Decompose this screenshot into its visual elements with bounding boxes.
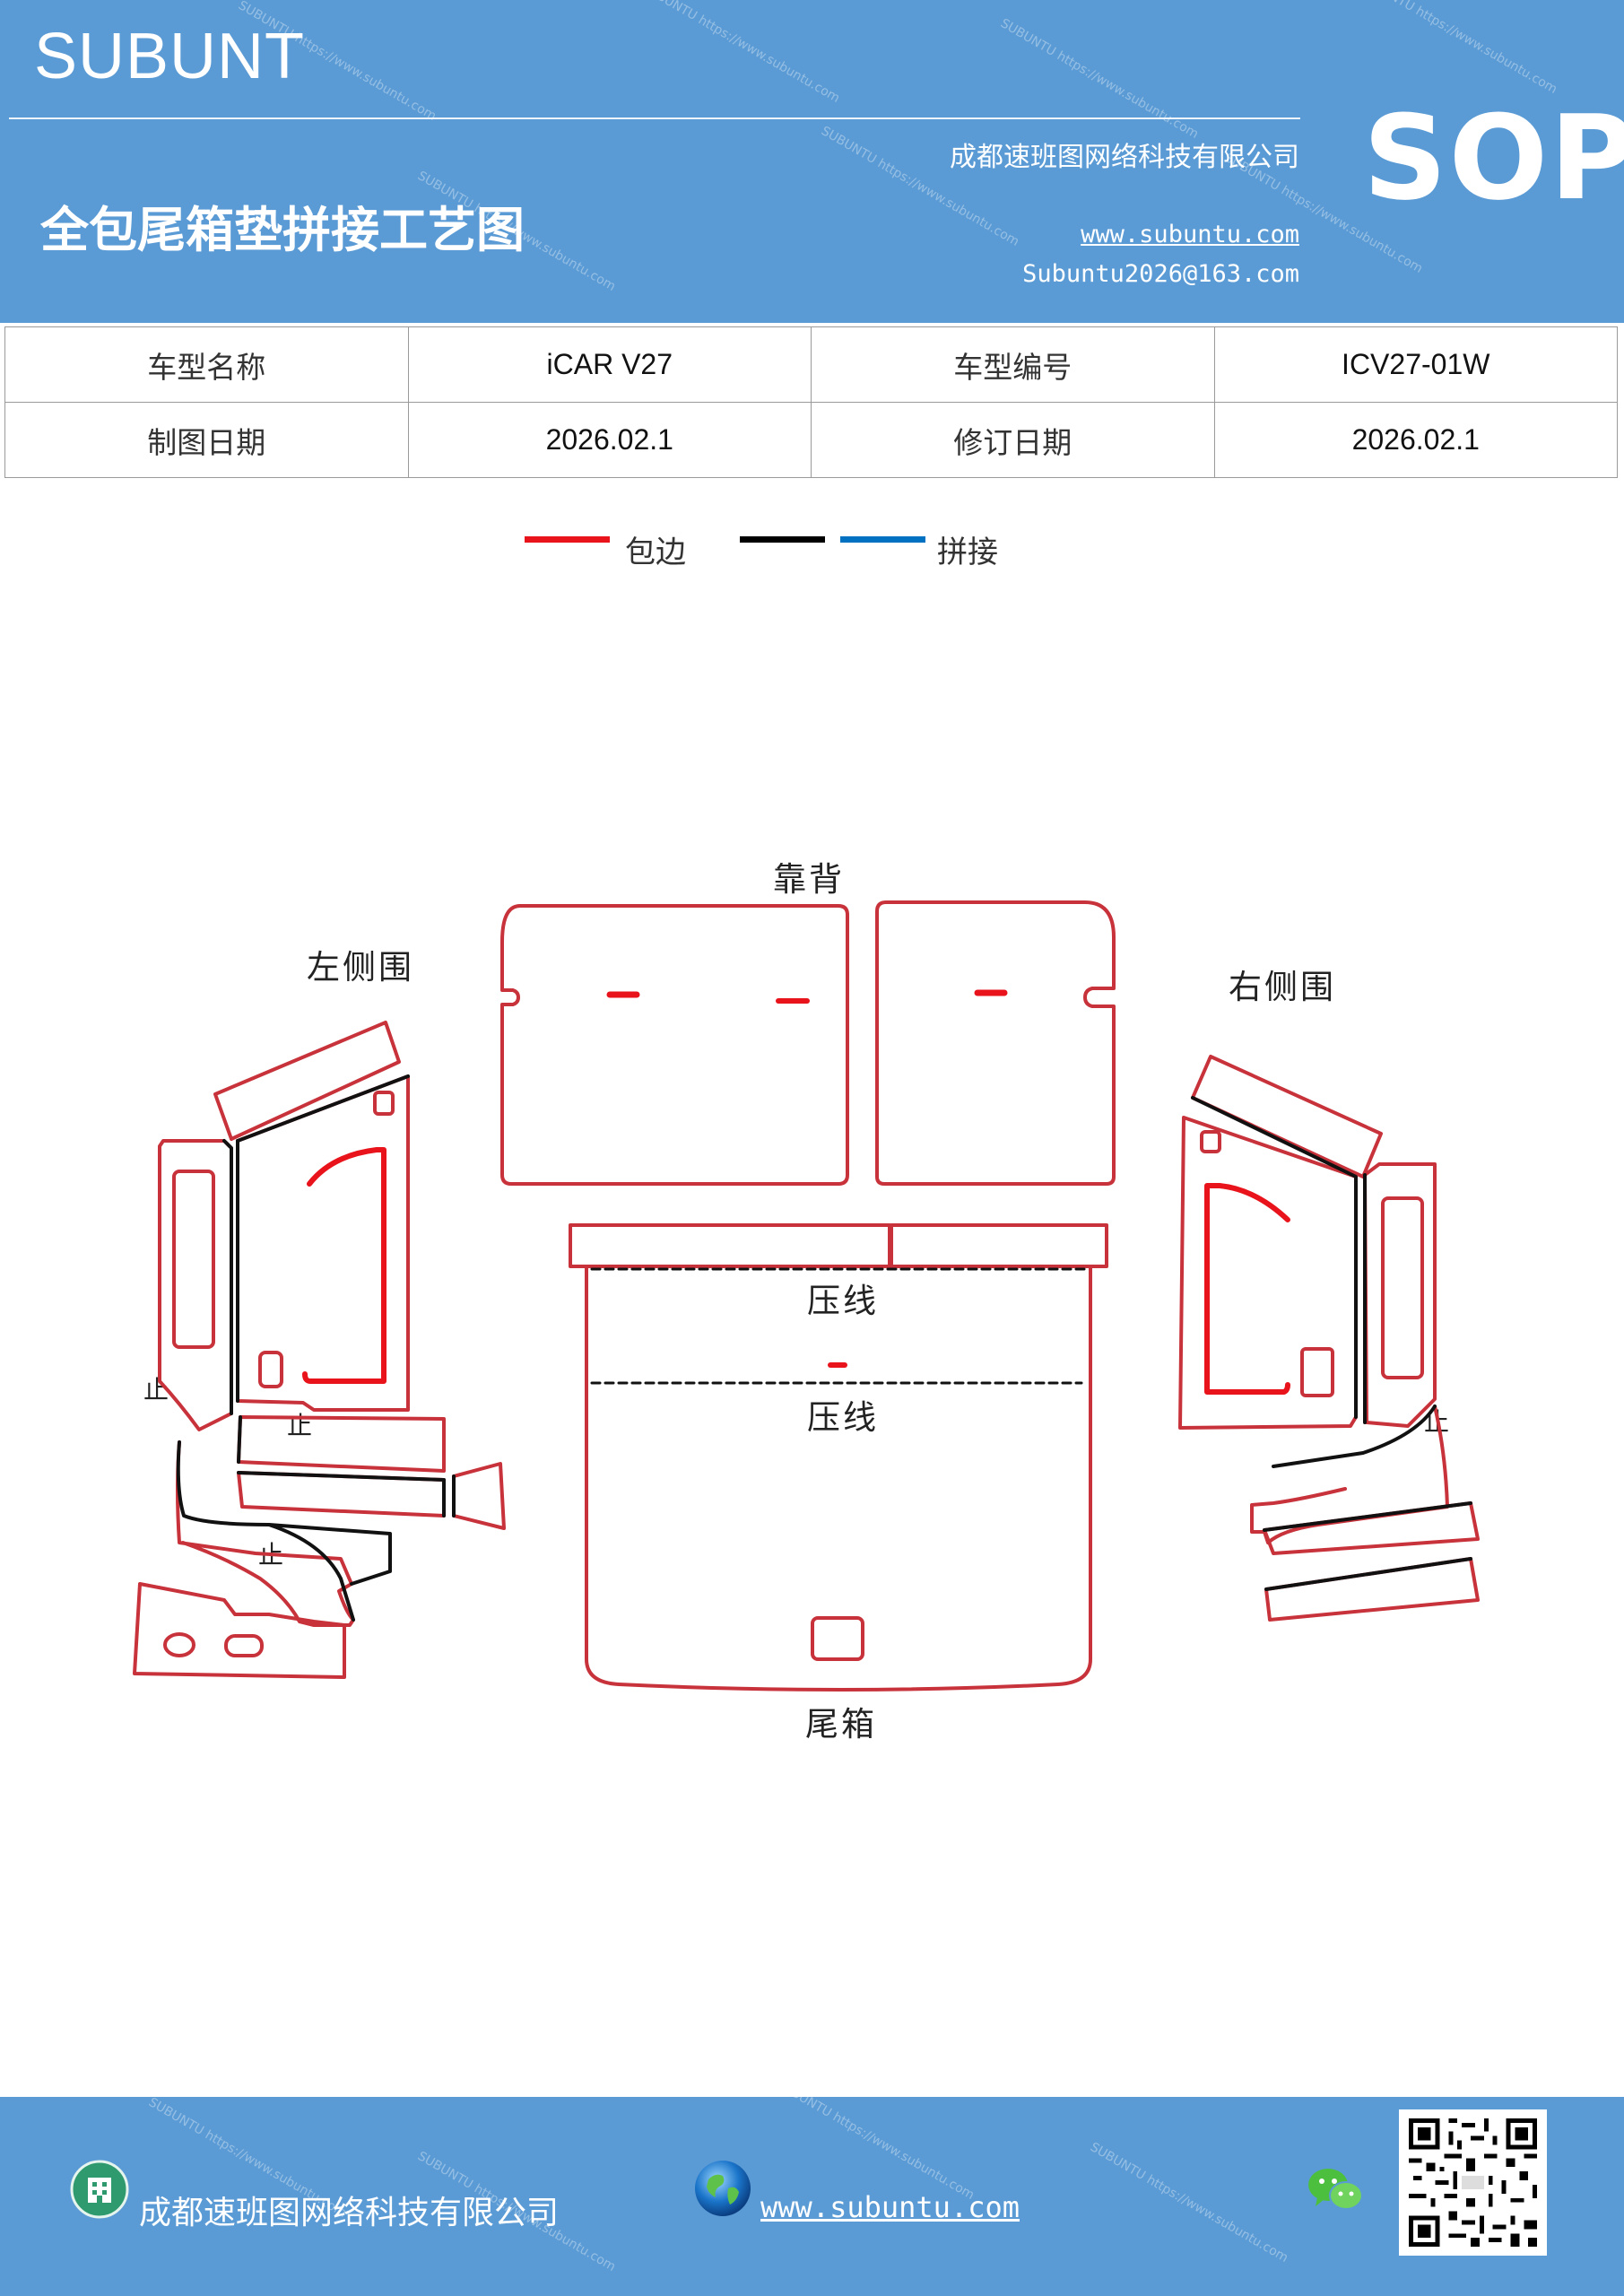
- right-side-pillar: [1363, 1162, 1437, 1428]
- trunk-top-strip-right: [890, 1223, 1108, 1268]
- header-banner: SUBUNTU https://www.subuntu.com SUBUNTU …: [0, 0, 1624, 323]
- building-icon: [70, 2160, 129, 2219]
- right-wheel-arch-seam: [1272, 1405, 1437, 1468]
- label-cell: 制图日期: [4, 402, 409, 478]
- watermark: SUBUNTU https://www.subuntu.com: [773, 2097, 977, 2203]
- header-divider: [9, 117, 1300, 119]
- qr-code-image: [1400, 2109, 1546, 2256]
- right-lower-strip-seam: [1263, 1501, 1472, 1532]
- sop-badge: SOP: [1363, 90, 1624, 226]
- left-side-pillar-seam: [222, 1139, 233, 1415]
- left-side-main-seam: [236, 1074, 410, 1143]
- left-side-window: [302, 1147, 386, 1384]
- right-side-window: [1204, 1183, 1290, 1395]
- left-corner-piece: [452, 1462, 506, 1530]
- value-cell: 2026.02.1: [1213, 402, 1618, 478]
- label-cell: 修订日期: [811, 402, 1215, 478]
- label-backrest: 靠背: [773, 860, 845, 899]
- label-left-side: 左侧围: [307, 948, 414, 987]
- label-trunk: 尾箱: [805, 1705, 877, 1744]
- backrest-left-panel: [500, 904, 849, 1186]
- splice-diagram: 靠背 左侧围 右侧围 压线 压线 尾箱 止 止 止 止: [0, 807, 1624, 1776]
- left-lower-strip: [237, 1415, 446, 1473]
- right-wheel-arch: [1250, 1405, 1449, 1544]
- label-press-line-1: 压线: [807, 1282, 879, 1320]
- right-side-main-seam: [1191, 1096, 1358, 1419]
- table-row: 车型名称 iCAR V27 车型编号 ICV27-01W: [4, 326, 1618, 403]
- wechat-icon: [1308, 2169, 1363, 2210]
- company-name: 成都速班图网络科技有限公司: [950, 142, 1299, 173]
- brand-logo: SUBUNT: [34, 21, 306, 92]
- right-side-hole: [1300, 1347, 1334, 1397]
- value-cell: ICV27-01W: [1213, 326, 1618, 403]
- legend-edge-swatch: [525, 536, 610, 543]
- page-title: 全包尾箱垫拼接工艺图: [40, 201, 525, 258]
- watermark: SUBUNTU https://www.subuntu.com: [1087, 2140, 1291, 2266]
- value-cell: iCAR V27: [407, 326, 812, 403]
- left-bottom-hole: [163, 1632, 195, 1657]
- footer-website-link[interactable]: www.subuntu.com: [760, 2190, 1020, 2224]
- watermark: SUBUNTU https://www.subuntu.com: [638, 0, 843, 106]
- trunk-top-strip-left: [569, 1223, 891, 1268]
- left-bottom-piece: [133, 1582, 346, 1679]
- legend-edge-label: 包边: [625, 535, 686, 570]
- left-side-hole: [258, 1351, 283, 1388]
- watermark: SUBUNTU https://www.subuntu.com: [1356, 0, 1560, 97]
- email-address: Subuntu2026@163.com: [1022, 260, 1299, 288]
- legend: 包边 拼接: [0, 529, 1624, 570]
- label-cell: 车型名称: [4, 326, 409, 403]
- stop-mark: 止: [143, 1375, 172, 1405]
- value-cell: 2026.02.1: [407, 402, 812, 478]
- website-link[interactable]: www.subuntu.com: [1081, 221, 1299, 248]
- qr-code: [1399, 2109, 1547, 2256]
- vehicle-info-table: 车型名称 iCAR V27 车型编号 ICV27-01W 制图日期 2026.0…: [4, 326, 1618, 478]
- backrest-right-panel: [875, 900, 1116, 1186]
- label-cell: 车型编号: [811, 326, 1215, 403]
- label-press-line-2: 压线: [807, 1398, 879, 1437]
- right-side-pillar-window: [1381, 1196, 1424, 1379]
- diagram-drawing: [133, 900, 1480, 1692]
- left-side-pillar-window: [172, 1170, 215, 1349]
- trunk-floor-panel: [585, 1265, 1092, 1692]
- label-right-side: 右侧围: [1229, 968, 1336, 1006]
- legend-seam-black-swatch: [740, 536, 825, 543]
- right-side-hole: [1200, 1130, 1221, 1153]
- left-lower-strip-seam: [237, 1415, 242, 1464]
- right-side-main-panel: [1178, 1116, 1358, 1430]
- right-side-top-strip: [1191, 1055, 1383, 1178]
- left-wheel-arch-seam: [267, 1523, 355, 1622]
- right-bottom-strip: [1264, 1557, 1480, 1622]
- left-side-pillar: [158, 1139, 233, 1431]
- left-wheel-arch-seam: [176, 1440, 392, 1586]
- legend-seam-label: 拼接: [937, 535, 998, 570]
- left-side-top-strip: [213, 1021, 401, 1141]
- right-bottom-strip-seam: [1264, 1557, 1472, 1591]
- left-bottom-slot: [224, 1634, 264, 1657]
- footer-company-name: 成都速班图网络科技有限公司: [139, 2195, 560, 2231]
- table-row: 制图日期 2026.02.1 修订日期 2026.02.1: [4, 402, 1618, 478]
- globe-icon: [695, 2161, 751, 2216]
- legend-seam-blue-swatch: [840, 536, 925, 543]
- left-side-hole: [373, 1091, 395, 1116]
- trunk-handle-cutout: [811, 1616, 864, 1661]
- left-lower-strip-seam: [237, 1471, 446, 1518]
- watermark: SUBUNTU https://www.subuntu.com: [997, 16, 1202, 142]
